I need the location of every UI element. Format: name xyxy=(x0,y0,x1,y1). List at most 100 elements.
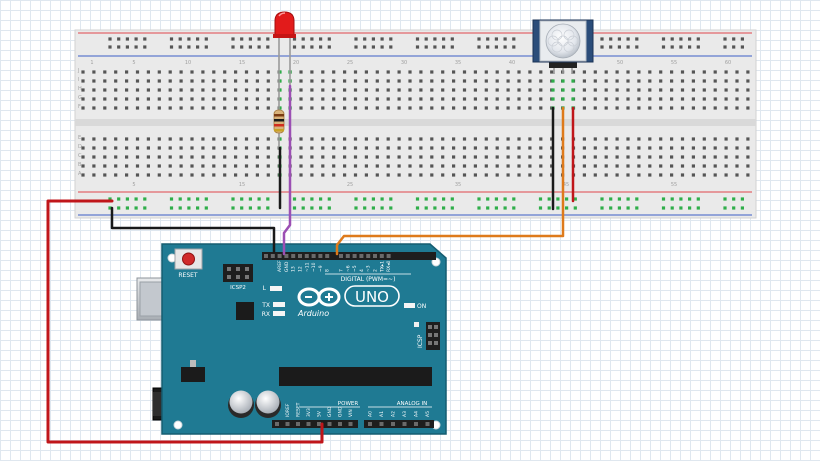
breadboard-hole xyxy=(266,137,270,141)
analog-header-socket[interactable] xyxy=(425,422,430,426)
breadboard-hole xyxy=(168,106,172,110)
analog-header-socket[interactable] xyxy=(391,422,395,426)
rail-hole-connected xyxy=(696,197,700,201)
arduino-uno-board[interactable]: RESET ICSP2 L TX RX Arduino UNO xyxy=(136,243,447,435)
digital-header-socket[interactable] xyxy=(359,254,364,258)
pir-motion-sensor[interactable] xyxy=(532,19,594,74)
digital-header-socket[interactable] xyxy=(345,254,350,258)
breadboard-hole xyxy=(103,106,107,110)
digital-header-socket[interactable] xyxy=(373,254,377,258)
breadboard-hole xyxy=(299,173,303,177)
rail-hole xyxy=(125,37,129,41)
breadboard-hole xyxy=(157,173,161,177)
analog-header-socket[interactable] xyxy=(402,422,407,426)
wire-purple-pin13[interactable] xyxy=(282,84,292,256)
breadboard-hole xyxy=(212,173,216,177)
breadboard-hole xyxy=(702,79,706,83)
analog-header-socket[interactable] xyxy=(379,422,384,426)
column-number: 10 xyxy=(185,60,191,66)
digital-header-socket[interactable] xyxy=(339,254,343,258)
breadboard-hole xyxy=(746,79,750,83)
power-header-socket[interactable] xyxy=(317,422,321,426)
rail-hole xyxy=(477,37,481,41)
breadboard-hole xyxy=(179,173,183,177)
breadboard-hole xyxy=(713,146,717,150)
rail-hole-connected xyxy=(670,197,674,201)
digital-header-socket[interactable] xyxy=(318,254,323,258)
rail-hole-connected xyxy=(327,197,331,201)
analog-header-socket[interactable] xyxy=(368,422,372,426)
rail-hole xyxy=(108,37,112,41)
digital-header-socket[interactable] xyxy=(284,254,289,258)
digital-header-socket[interactable] xyxy=(270,254,275,258)
rail-hole-connected xyxy=(310,206,314,210)
digital-pin-label: GND xyxy=(284,261,290,272)
breadboard-hole xyxy=(353,137,358,141)
breadboard-hole xyxy=(441,88,445,92)
breadboard-hole xyxy=(310,70,314,74)
breadboard-hole xyxy=(310,88,314,92)
breadboard-hole xyxy=(702,146,706,150)
rail-hole-connected xyxy=(169,197,174,201)
power-header-socket[interactable] xyxy=(338,422,342,426)
power-header-socket[interactable] xyxy=(275,422,279,426)
resistor[interactable] xyxy=(273,105,285,150)
breadboard-hole xyxy=(713,97,717,101)
digital-header-socket[interactable] xyxy=(277,254,282,258)
power-header-socket[interactable] xyxy=(327,422,332,426)
digital-header-socket[interactable] xyxy=(379,254,384,258)
breadboard-hole xyxy=(735,97,739,101)
breadboard-hole xyxy=(332,70,336,74)
wire-black-gnd[interactable] xyxy=(110,206,276,254)
digital-pin-label: ~3 xyxy=(366,265,372,272)
red-led[interactable] xyxy=(273,11,296,105)
wire-red-5v[interactable] xyxy=(46,199,324,444)
breadboard-hole xyxy=(615,155,619,159)
breadboard-hole xyxy=(670,155,674,159)
column-number: 30 xyxy=(401,60,407,66)
breadboard-hole xyxy=(517,173,521,177)
breadboard-hole xyxy=(299,79,303,83)
power-header-socket[interactable] xyxy=(306,422,311,426)
digital-header-socket[interactable] xyxy=(264,254,268,258)
digital-header-socket[interactable] xyxy=(311,254,316,258)
rail-hole xyxy=(723,45,727,49)
digital-header-socket[interactable] xyxy=(298,254,302,258)
digital-header-socket[interactable] xyxy=(291,254,296,258)
breadboard-hole xyxy=(637,164,641,168)
wire-orange-pir-out[interactable] xyxy=(335,106,565,256)
rail-hole xyxy=(319,45,323,49)
digital-header-socket[interactable] xyxy=(386,254,391,258)
breadboard-hole xyxy=(724,164,728,168)
rail-hole-connected xyxy=(292,197,297,201)
breadboard-hole xyxy=(146,70,150,74)
digital-header-socket[interactable] xyxy=(304,254,309,258)
breadboard-hole xyxy=(255,79,259,83)
analog-header-socket[interactable] xyxy=(414,422,418,426)
rail-hole xyxy=(635,37,639,41)
breadboard-hole xyxy=(408,106,412,110)
power-header-socket[interactable] xyxy=(296,422,300,426)
rail-hole xyxy=(327,37,331,41)
breadboard-hole xyxy=(168,155,172,159)
digital-header-socket[interactable] xyxy=(325,254,330,258)
breadboard-hole xyxy=(582,164,586,168)
power-header-socket[interactable] xyxy=(348,422,353,426)
rail-hole-connected xyxy=(380,197,384,201)
regulator-pin xyxy=(190,360,196,367)
rail-hole xyxy=(143,37,147,41)
power-header-socket[interactable] xyxy=(285,422,290,426)
reset-button-cap[interactable] xyxy=(182,252,195,266)
rail-hole-connected xyxy=(556,197,560,201)
breadboard-hole xyxy=(430,106,434,110)
breadboard-hole xyxy=(92,155,96,159)
breadboard-hole xyxy=(321,88,325,92)
breadboard-hole xyxy=(190,97,194,101)
digital-header-socket[interactable] xyxy=(366,254,371,258)
breadboard-hole xyxy=(114,137,118,141)
breadboard-hole xyxy=(702,137,706,141)
column-number: 25 xyxy=(347,182,353,188)
digital-header-socket[interactable] xyxy=(352,254,357,258)
